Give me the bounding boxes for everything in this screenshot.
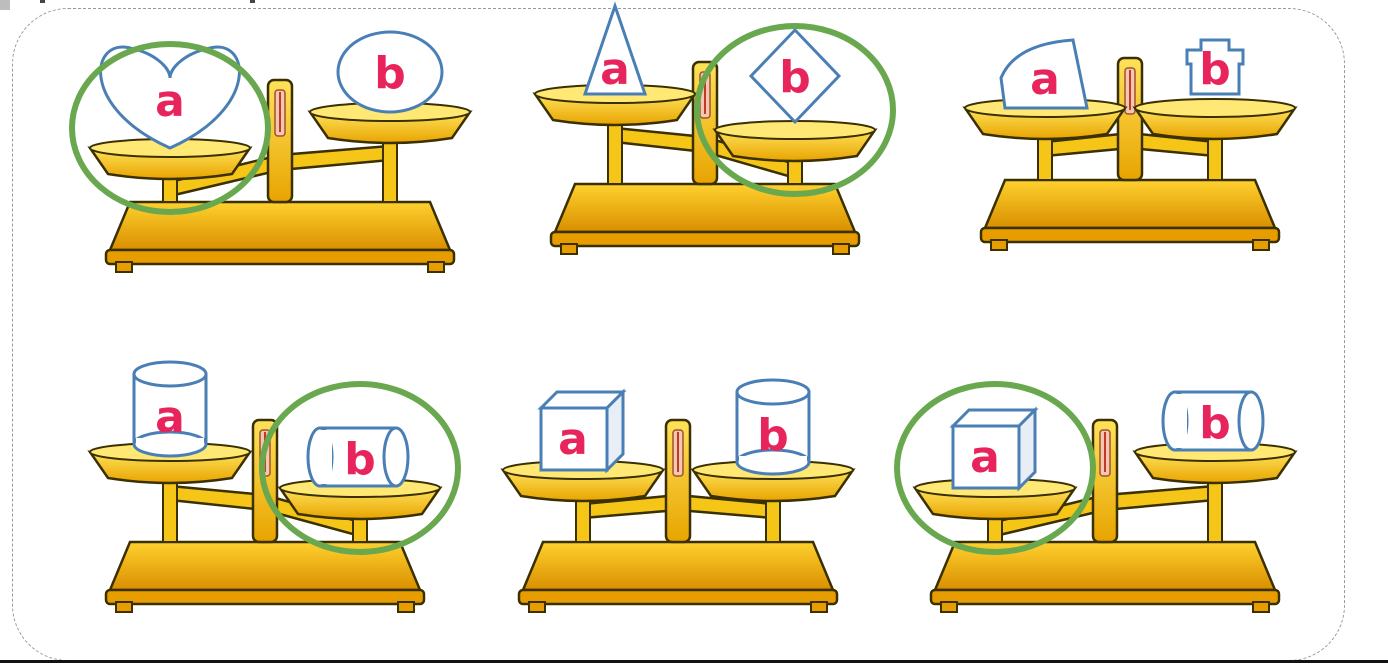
balance-scale-6: ab xyxy=(894,381,1298,613)
scale-foot xyxy=(104,588,426,606)
left-cube-weight: a xyxy=(949,406,1039,492)
right-cylinder-lying-weight: b xyxy=(306,426,410,488)
right-weight-label: b xyxy=(757,410,789,461)
left-weight-label: a xyxy=(155,392,185,443)
answer-circle xyxy=(894,381,1096,555)
left-heart-weight: a xyxy=(99,45,241,150)
right-weight-label: b xyxy=(1199,44,1231,95)
right-cylinder-upright-weight: b xyxy=(735,378,811,476)
left-weight-label: a xyxy=(600,44,630,95)
balance-scale-4: ab xyxy=(87,360,461,613)
left-weight-label: a xyxy=(558,414,588,465)
left-triangle-weight: a xyxy=(582,1,648,96)
left-cylinder-upright-weight: a xyxy=(132,360,208,458)
right-oval-weight: b xyxy=(336,30,444,114)
scale-foot xyxy=(517,588,839,606)
scale-pillar xyxy=(664,418,692,544)
right-weight-label: b xyxy=(344,434,376,485)
scale-foot xyxy=(104,248,456,266)
answer-circle xyxy=(694,23,896,197)
corner-dot xyxy=(40,0,45,3)
scale-base xyxy=(983,178,1277,230)
bottom-rule xyxy=(0,660,1388,663)
left-weight-label: a xyxy=(970,432,1000,483)
scale-foot xyxy=(929,588,1281,606)
right-cross-block-weight: b xyxy=(1185,38,1245,96)
scale-foot xyxy=(979,226,1281,244)
right-weight-label: b xyxy=(779,52,811,103)
left-weight-label: a xyxy=(1030,54,1060,105)
corner-dot xyxy=(250,0,255,3)
answer-circle xyxy=(69,41,271,215)
left-cube-weight: a xyxy=(537,388,627,474)
scale-base xyxy=(521,540,835,592)
right-diamond-weight: b xyxy=(748,27,842,125)
right-weight-label: b xyxy=(374,48,406,99)
right-cylinder-lying-weight: b xyxy=(1161,390,1265,452)
right-weight-label: b xyxy=(1199,398,1231,449)
left-weight-label: a xyxy=(155,76,185,127)
corner-mark xyxy=(0,0,10,10)
balance-scale-1: ab xyxy=(69,30,473,273)
left-cone-slice-weight: a xyxy=(999,38,1089,110)
answer-circle xyxy=(259,381,461,555)
scale-foot xyxy=(549,230,861,248)
